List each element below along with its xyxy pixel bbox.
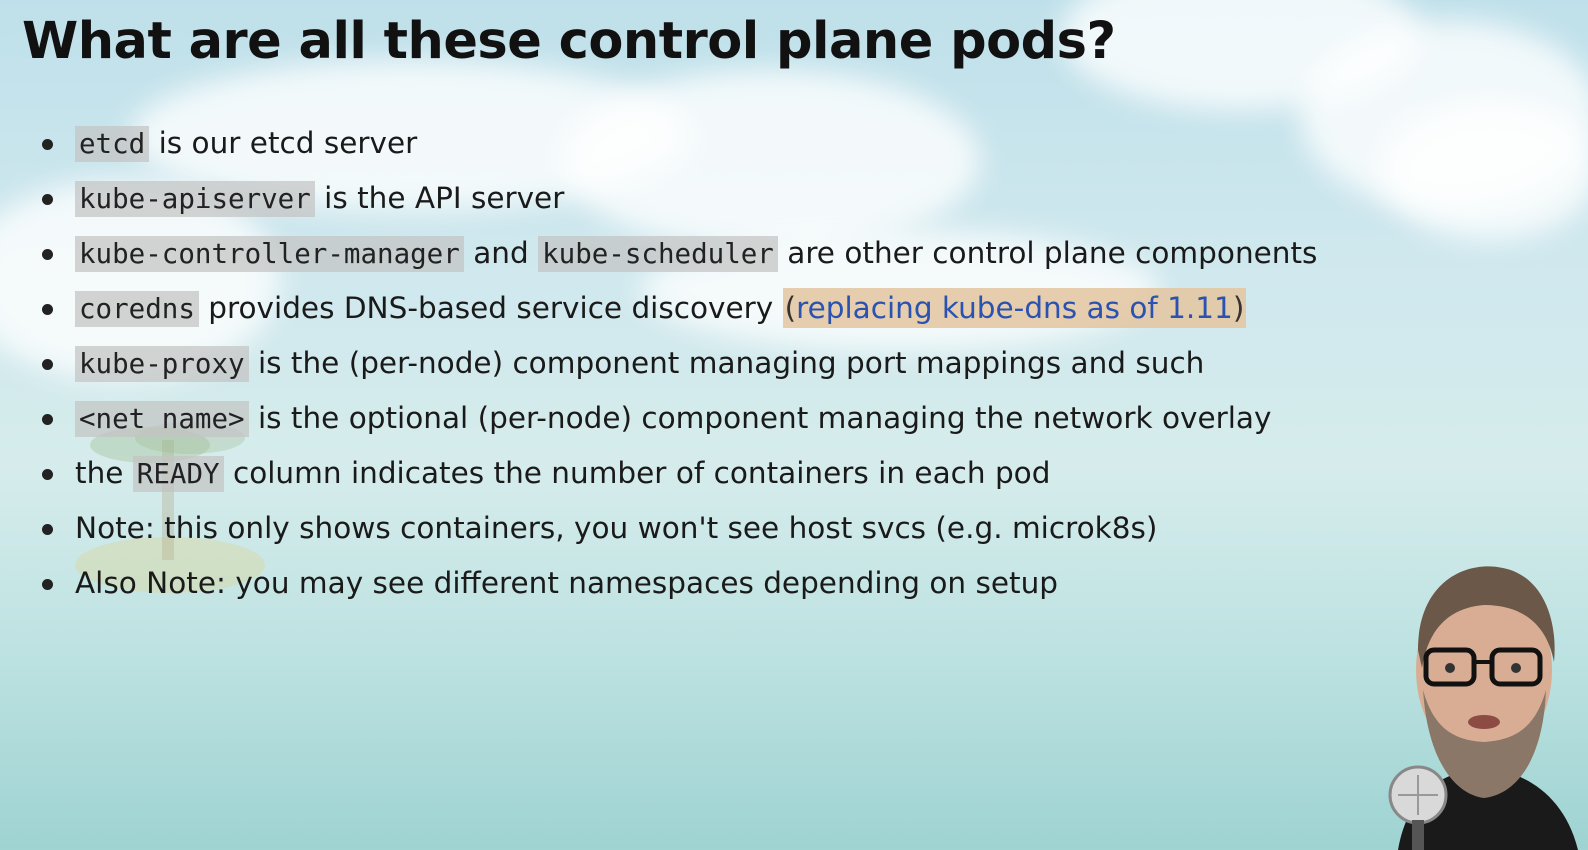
bullet-text: Note: this only shows containers, you wo… bbox=[75, 511, 1158, 545]
bullet-item-controller-scheduler: kube-controller-manager and kube-schedul… bbox=[42, 228, 1317, 283]
bullet-text: provides DNS-based service discovery bbox=[198, 291, 783, 325]
bullet-text: are other control plane components bbox=[777, 236, 1318, 270]
paren-open: ( bbox=[784, 291, 797, 325]
code-net-name: <net name> bbox=[75, 401, 249, 437]
bullet-text: is the optional (per-node) component man… bbox=[248, 401, 1272, 435]
bullet-item-ready-column: the READY column indicates the number of… bbox=[42, 448, 1317, 503]
code-ready: READY bbox=[132, 456, 224, 492]
bullet-dot bbox=[42, 579, 53, 590]
bullet-text: is our etcd server bbox=[149, 126, 418, 160]
paren-close: ) bbox=[1232, 291, 1245, 325]
bullet-dot bbox=[42, 139, 53, 150]
code-kube-proxy: kube-proxy bbox=[75, 346, 249, 382]
bullet-item-coredns: coredns provides DNS-based service disco… bbox=[42, 283, 1317, 338]
bullet-dot bbox=[42, 359, 53, 370]
bullet-text: is the API server bbox=[314, 181, 565, 215]
bullet-item-note-namespaces: Also Note: you may see different namespa… bbox=[42, 558, 1317, 613]
bullet-item-apiserver: kube-apiserver is the API server bbox=[42, 173, 1317, 228]
bullet-dot bbox=[42, 469, 53, 480]
link-highlight: (replacing kube-dns as of 1.11) bbox=[782, 288, 1247, 328]
bullet-item-kube-proxy: kube-proxy is the (per-node) component m… bbox=[42, 338, 1317, 393]
bullet-text: and bbox=[463, 236, 539, 270]
presenter-webcam bbox=[1378, 550, 1588, 850]
bullet-list: etcd is our etcd server kube-apiserver i… bbox=[42, 118, 1317, 613]
presenter-webcam-icon bbox=[1388, 566, 1578, 850]
bullet-dot bbox=[42, 249, 53, 260]
bullet-item-note-host-svcs: Note: this only shows containers, you wo… bbox=[42, 503, 1317, 558]
slide-title: What are all these control plane pods? bbox=[22, 12, 1116, 71]
code-kube-scheduler: kube-scheduler bbox=[538, 236, 778, 272]
bullet-item-net-name: <net name> is the optional (per-node) co… bbox=[42, 393, 1317, 448]
code-kube-controller-manager: kube-controller-manager bbox=[75, 236, 464, 272]
background-cloud bbox=[1380, 100, 1588, 240]
bullet-dot bbox=[42, 304, 53, 315]
bullet-dot bbox=[42, 524, 53, 535]
code-etcd: etcd bbox=[75, 126, 150, 162]
bullet-item-etcd: etcd is our etcd server bbox=[42, 118, 1317, 173]
bullet-dot bbox=[42, 414, 53, 425]
bullet-text: the bbox=[75, 456, 133, 490]
code-coredns: coredns bbox=[75, 291, 199, 327]
bullet-text: column indicates the number of container… bbox=[223, 456, 1051, 490]
bullet-text: Also Note: you may see different namespa… bbox=[75, 566, 1059, 600]
code-kube-apiserver: kube-apiserver bbox=[75, 181, 315, 217]
kube-dns-link[interactable]: replacing kube-dns as of 1.11 bbox=[796, 291, 1233, 325]
bullet-text: is the (per-node) component managing por… bbox=[248, 346, 1205, 380]
background-cloud bbox=[560, 70, 980, 250]
bullet-dot bbox=[42, 194, 53, 205]
